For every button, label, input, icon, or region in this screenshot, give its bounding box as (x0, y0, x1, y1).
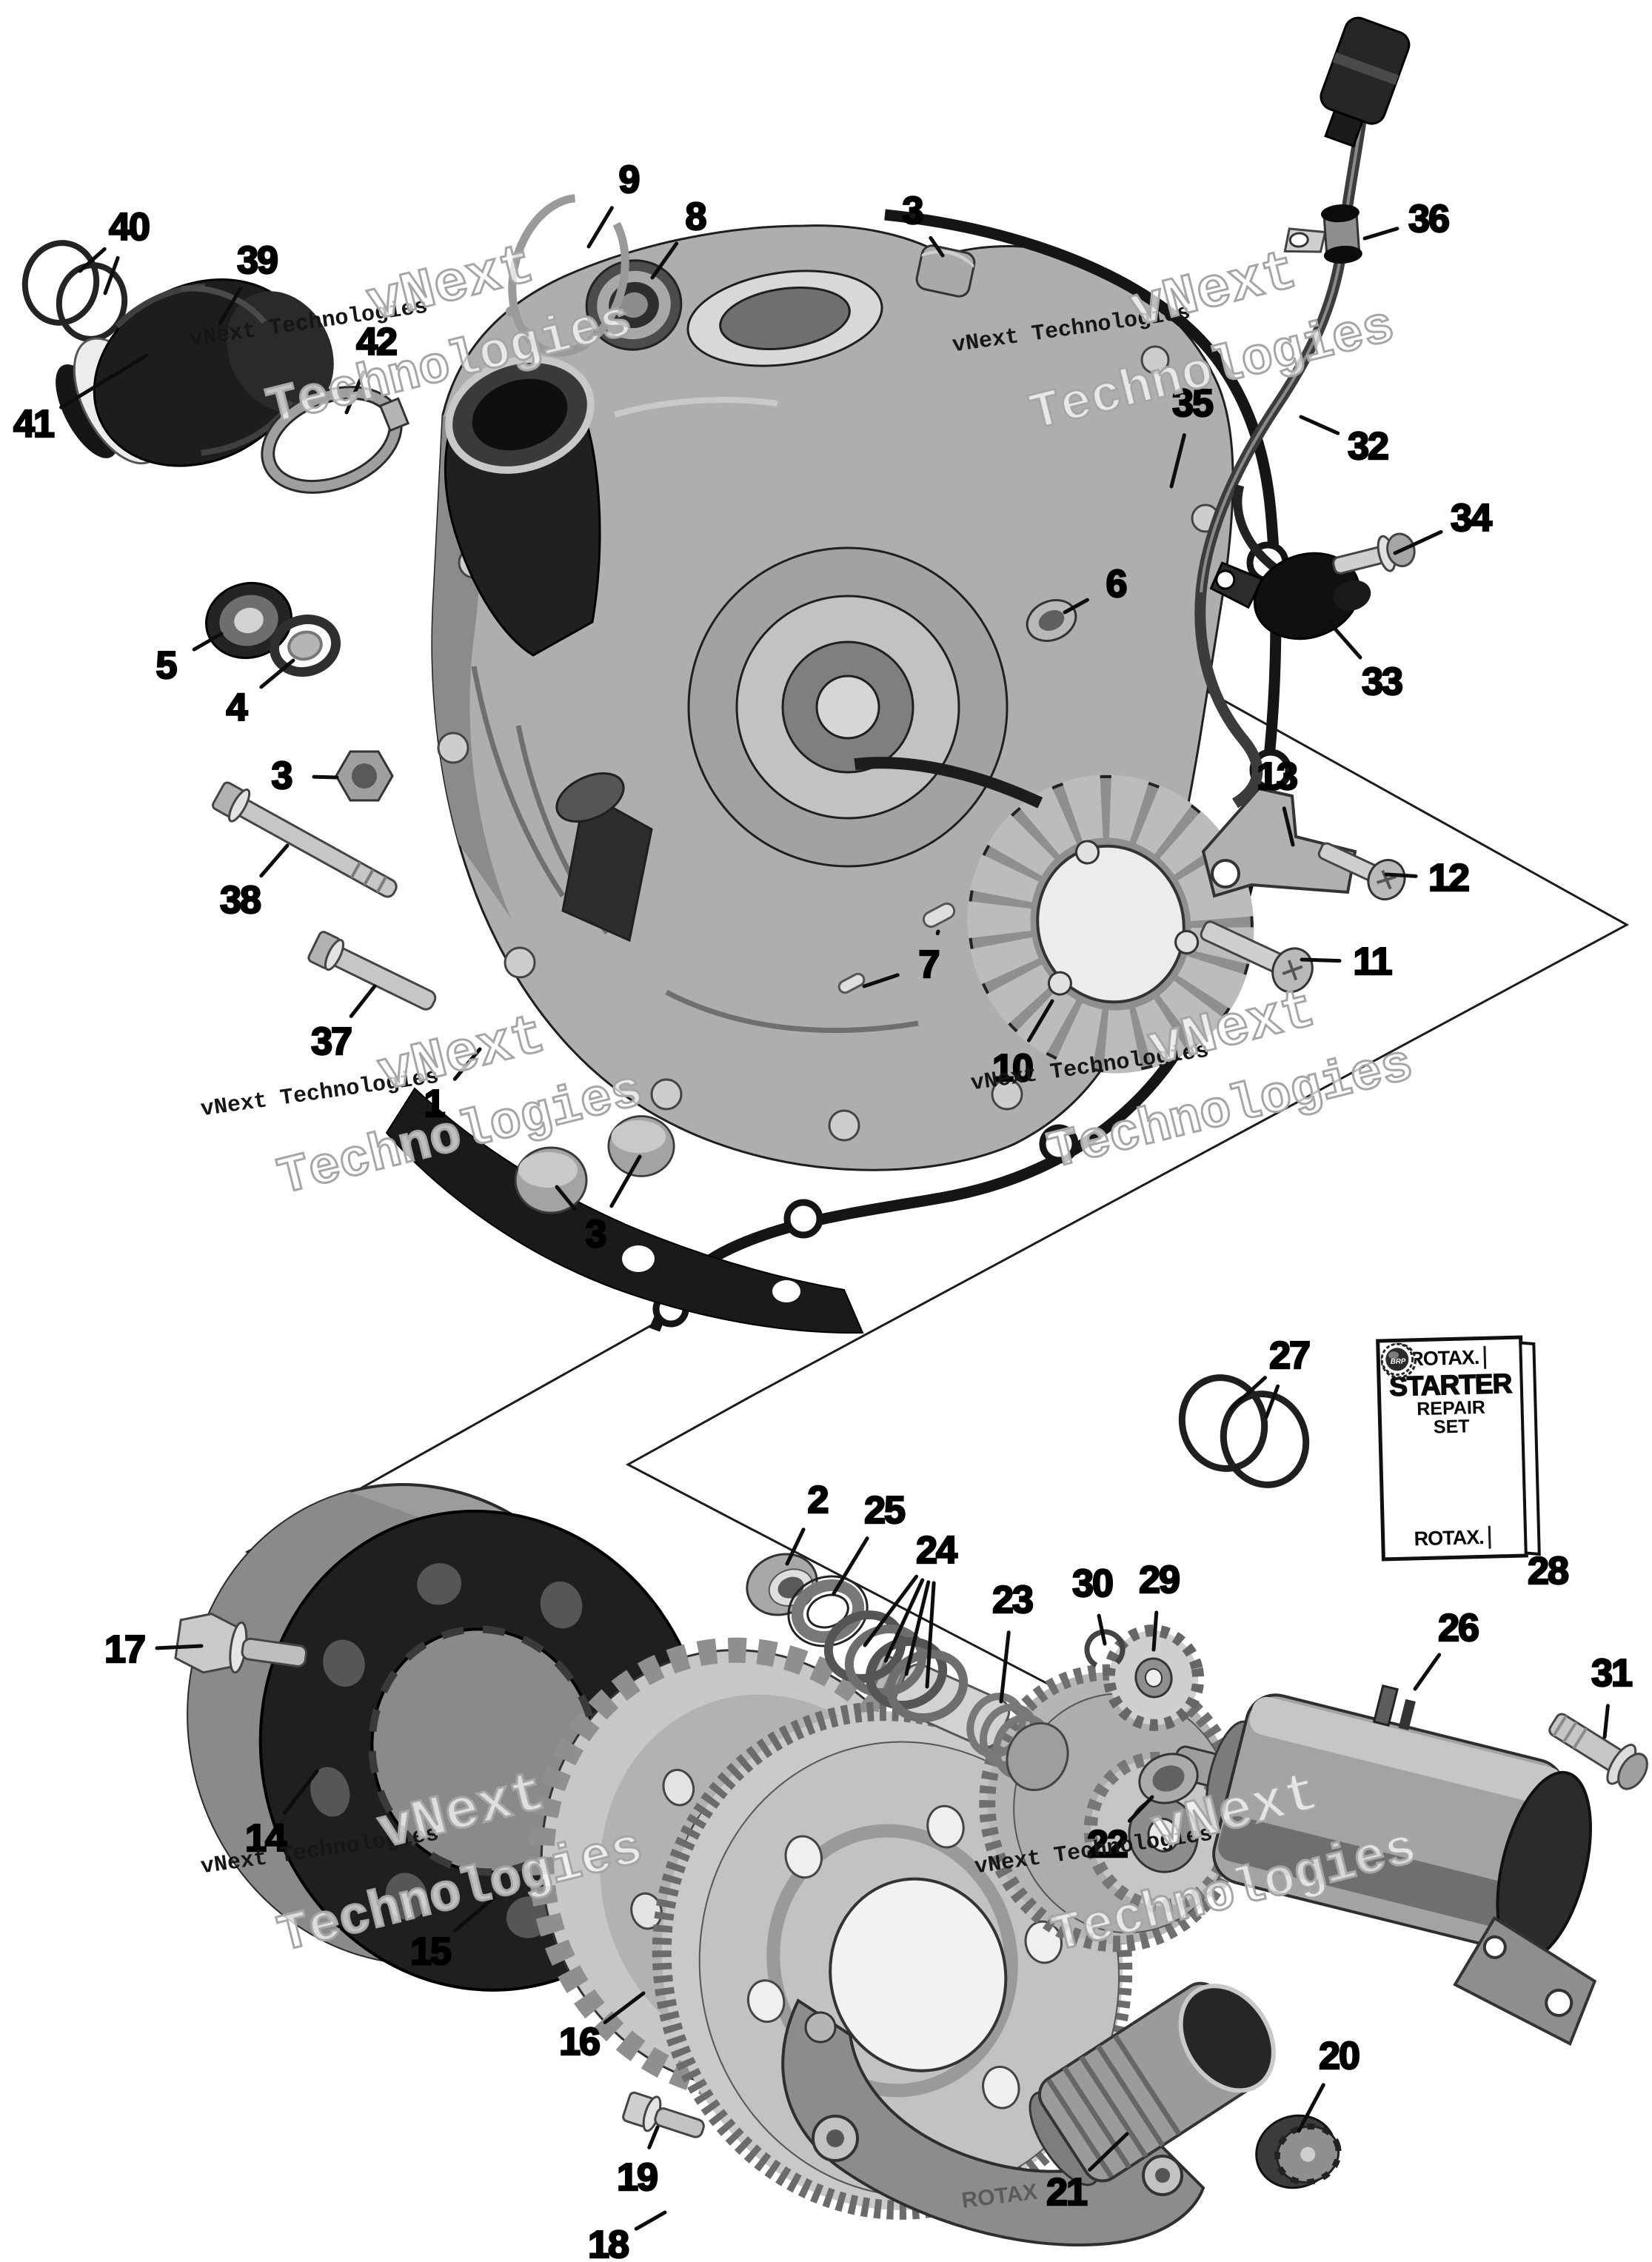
flywheel-bolt-17 (174, 1613, 308, 1674)
crankcase-tube (444, 355, 601, 657)
crankshaft-position-sensor (1209, 484, 1371, 640)
clamp-ring-42 (261, 386, 410, 494)
rotax-logo-text: ROTAX. (1408, 1345, 1486, 1371)
starter-bolt-31 (1548, 1713, 1648, 1790)
case-bolt-long (212, 781, 398, 898)
plug-cap-top (915, 244, 976, 298)
cap-20 (1255, 2114, 1342, 2189)
bushing-6 (1026, 599, 1077, 642)
damper-5 (205, 581, 292, 660)
dowel-pins (837, 902, 956, 994)
rubber-boot-39 (56, 278, 334, 467)
lever-bracket: ROTAX (781, 1998, 1205, 2247)
starter-repair-kit-box: ROTAX. BRP STARTER REPAIR SET ROTAX. BRP (1376, 1335, 1541, 1562)
stator-bracket (1201, 786, 1357, 898)
flywheel (187, 1483, 709, 1992)
svg-text:BRP: BRP (1391, 1357, 1406, 1366)
kit-sub-set: SET (1433, 1416, 1470, 1438)
o-rings-27 (1178, 1374, 1310, 1488)
o-rings-40 (21, 240, 128, 342)
plug-caps-bottom (514, 1115, 675, 1214)
snap-ring-9 (505, 194, 629, 357)
electric-starter (1171, 1684, 1597, 2047)
case-bolt-short (307, 931, 437, 1011)
ribbed-tube-21 (1029, 1981, 1276, 2186)
bracket-bolt (1317, 842, 1406, 901)
pinion-gear (1103, 1624, 1205, 1731)
nut-3 (335, 750, 394, 802)
rotax-logo-text: ROTAX. (1414, 1525, 1491, 1551)
cable-clamp-36 (1283, 204, 1362, 264)
seal-4 (269, 614, 341, 677)
bracket-bolt-19 (622, 2091, 705, 2138)
bushing-22 (1138, 1753, 1199, 1804)
